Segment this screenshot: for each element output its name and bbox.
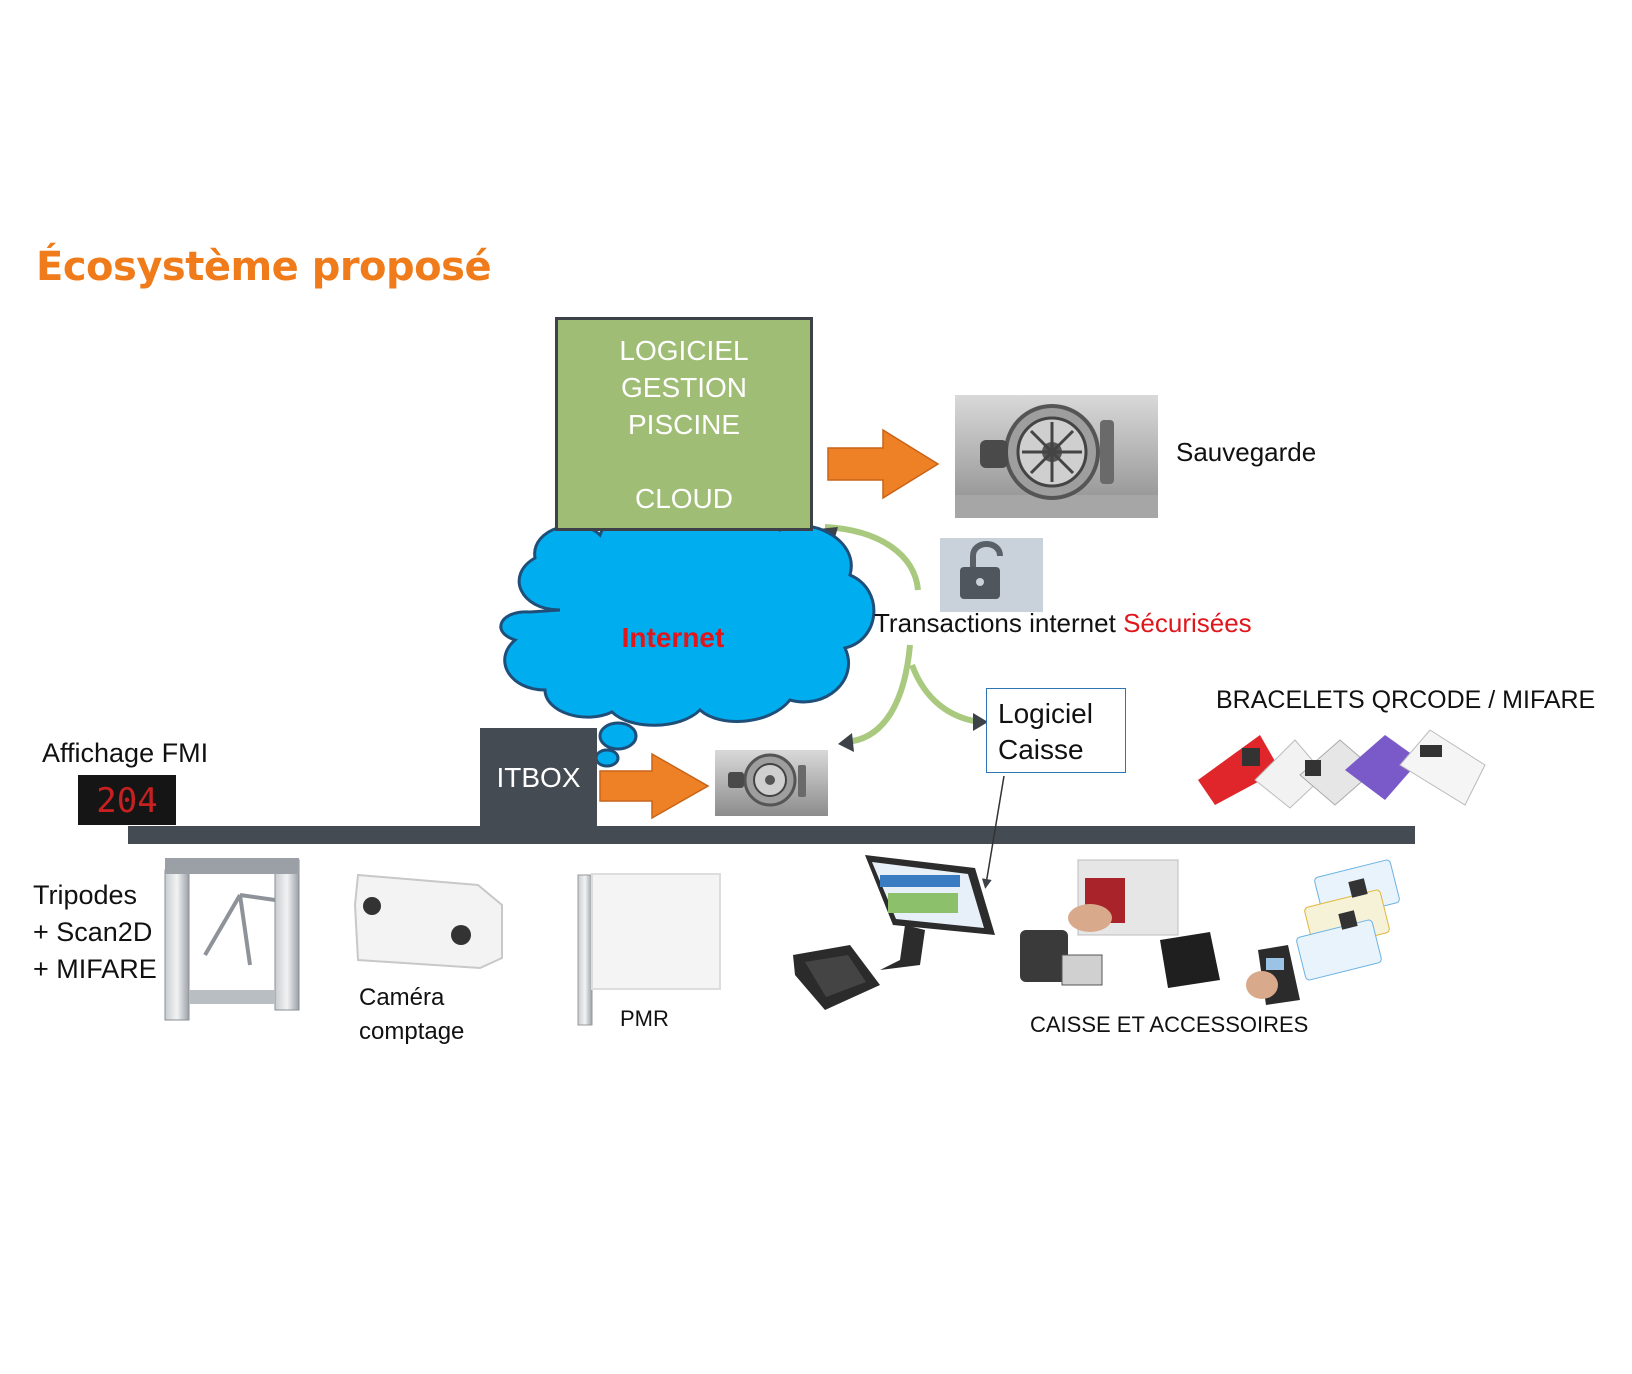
tripodes-line: Tripodes: [33, 880, 138, 910]
wristbands-icon: [1198, 729, 1486, 809]
caisse-accessoires-label: CAISSE ET ACCESSOIRES: [1030, 1012, 1309, 1037]
counting-camera-icon: [353, 873, 503, 970]
arrowhead-to-caisse: [973, 713, 988, 731]
tripodes-label: Tripodes + Scan2D + MIFARE: [33, 877, 157, 988]
network-bus: [128, 826, 1415, 844]
curve-to-itbox: [844, 644, 913, 745]
transactions-prefix: Transactions internet: [874, 608, 1116, 638]
itbox-label: ITBOX: [496, 762, 581, 793]
pos-terminal-icon: [865, 855, 995, 970]
vault-safe-icon: [955, 395, 1158, 518]
camera-line: Caméra: [359, 984, 445, 1011]
internet-cloud-icon: [499, 506, 876, 768]
receipt-printer-icon: [1160, 932, 1220, 988]
caisse-line: Caisse: [998, 734, 1084, 765]
curve-to-caisse: [909, 663, 981, 725]
card-printer-icon: [1068, 859, 1179, 936]
cloud-box-line: PISCINE: [627, 409, 741, 440]
affichage-label: Affichage FMI: [42, 738, 209, 768]
tripodes-line: + MIFARE: [33, 954, 157, 984]
backup-arrow: [827, 428, 940, 500]
cloud-box-line: CLOUD: [634, 483, 733, 514]
pmr-gate-icon: [577, 873, 721, 1026]
itbox: ITBOX: [480, 728, 597, 828]
camera-label: Caméra comptage: [359, 981, 464, 1049]
label-printer-icon: [1020, 930, 1103, 986]
turnstile-icon: [164, 858, 300, 1021]
local-vault-icon: [715, 750, 828, 816]
pmr-label: PMR: [620, 1006, 669, 1031]
arrowhead-to-itbox: [838, 733, 854, 752]
local-backup-arrow: [599, 752, 710, 820]
caisse-line: Logiciel: [998, 698, 1093, 729]
fmi-display-icon: 204: [78, 775, 176, 825]
cash-drawer-icon: [793, 945, 880, 1010]
payment-terminal-icon: [1246, 945, 1300, 1005]
sauvegarde-label: Sauvegarde: [1176, 437, 1317, 467]
page-title: Écosystème proposé: [36, 244, 492, 290]
svg-text:204: 204: [96, 781, 157, 821]
logiciel-caisse-box: Logiciel Caisse: [986, 688, 1126, 773]
internet-label: Internet: [621, 622, 725, 653]
cloud-software-box: LOGICIEL GESTION PISCINE CLOUD: [555, 317, 813, 531]
camera-line: comptage: [359, 1018, 465, 1045]
tripodes-line: + Scan2D: [33, 917, 153, 947]
bracelets-label: BRACELETS QRCODE / MIFARE: [1216, 686, 1596, 714]
padlock-icon: [940, 538, 1043, 612]
access-cards-icon: [1296, 859, 1400, 981]
curve-to-cloud: [824, 524, 921, 591]
transactions-secure: Sécurisées: [1123, 608, 1252, 638]
caisse-connector: [981, 775, 1005, 889]
cloud-box-line: GESTION: [620, 372, 747, 403]
transactions-label: Transactions internet Sécurisées: [874, 608, 1252, 639]
cloud-box-line: LOGICIEL: [619, 335, 749, 366]
